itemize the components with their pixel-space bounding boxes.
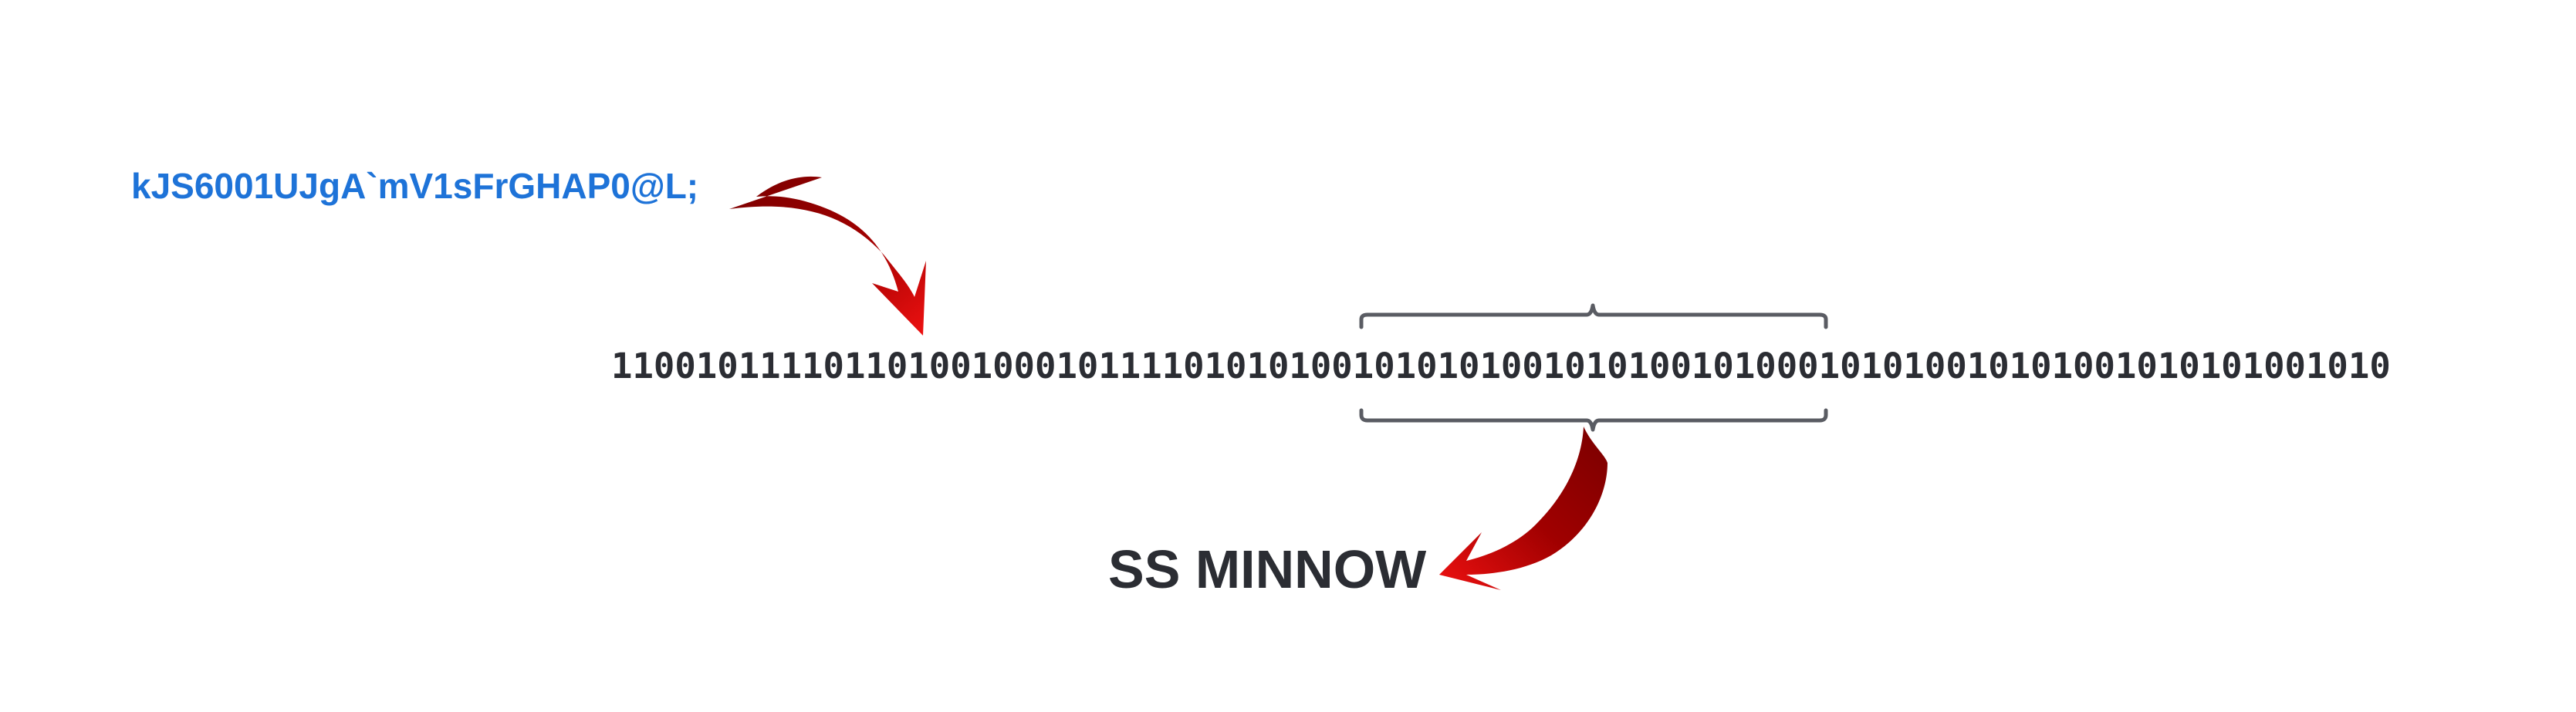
curved-arrow-down-right-icon <box>729 176 926 336</box>
brace-top <box>1359 303 1828 329</box>
brace-bottom <box>1359 408 1828 432</box>
curved-arrow-down-left-icon <box>1439 427 1607 590</box>
encoded-string: kJS6001UJgA`mV1sFrGHAP0@L; <box>131 166 699 206</box>
decoded-message: SS MINNOW <box>1108 539 1427 599</box>
binary-string: 1100101111011010010001011110101010010101… <box>611 346 2391 386</box>
